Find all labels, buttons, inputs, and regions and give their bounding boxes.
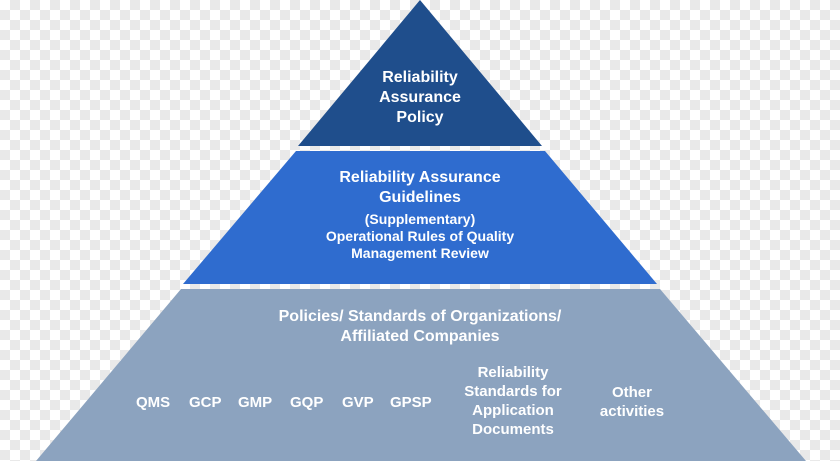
pyramid-middle-tier — [183, 151, 657, 284]
bottom-tier-title-line: Affiliated Companies — [340, 328, 500, 345]
top-tier-title: Reliability Assurance Policy — [320, 68, 520, 128]
top-tier-title-line: Assurance — [379, 89, 461, 106]
middle-tier-title-line: Reliability Assurance — [339, 169, 501, 186]
bottom-tier-title: Policies/ Standards of Organizations/ Af… — [220, 307, 620, 347]
top-tier-title-line: Policy — [396, 109, 444, 126]
middle-tier-subtitle: (Supplementary) Operational Rules of Qua… — [250, 211, 590, 262]
middle-tier-subtitle-line: (Supplementary) — [364, 211, 476, 227]
pyramid-bottom-tier — [36, 289, 806, 461]
pyramid-top-tier — [298, 0, 542, 146]
standard-item-qms: QMS — [136, 394, 171, 411]
other-activities-line: activities — [599, 403, 665, 420]
standard-item-gvp: GVP — [342, 394, 374, 411]
middle-tier-subtitle-line: Operational Rules of Quality — [325, 228, 515, 244]
reliability-standards-line: Documents — [472, 421, 554, 438]
reliability-standards-line: Standards for — [464, 383, 562, 400]
standard-item-gcp: GCP — [189, 394, 222, 411]
standard-item-other-activities: Other activities — [582, 383, 682, 421]
standard-item-reliability-standards: Reliability Standards for Application Do… — [448, 363, 578, 439]
standard-item-gmp: GMP — [238, 394, 273, 411]
middle-tier-title: Reliability Assurance Guidelines — [270, 168, 570, 208]
reliability-standards-line: Reliability — [477, 364, 549, 381]
standard-item-gpsp: GPSP — [390, 394, 432, 411]
other-activities-line: Other — [611, 384, 652, 401]
middle-tier-subtitle-line: Management Review — [351, 245, 489, 261]
middle-tier-title-line: Guidelines — [379, 189, 461, 206]
bottom-tier-title-line: Policies/ Standards of Organizations/ — [278, 308, 562, 325]
standard-item-gqp: GQP — [290, 394, 324, 411]
top-tier-title-line: Reliability — [382, 69, 458, 86]
reliability-standards-line: Application — [472, 402, 554, 419]
